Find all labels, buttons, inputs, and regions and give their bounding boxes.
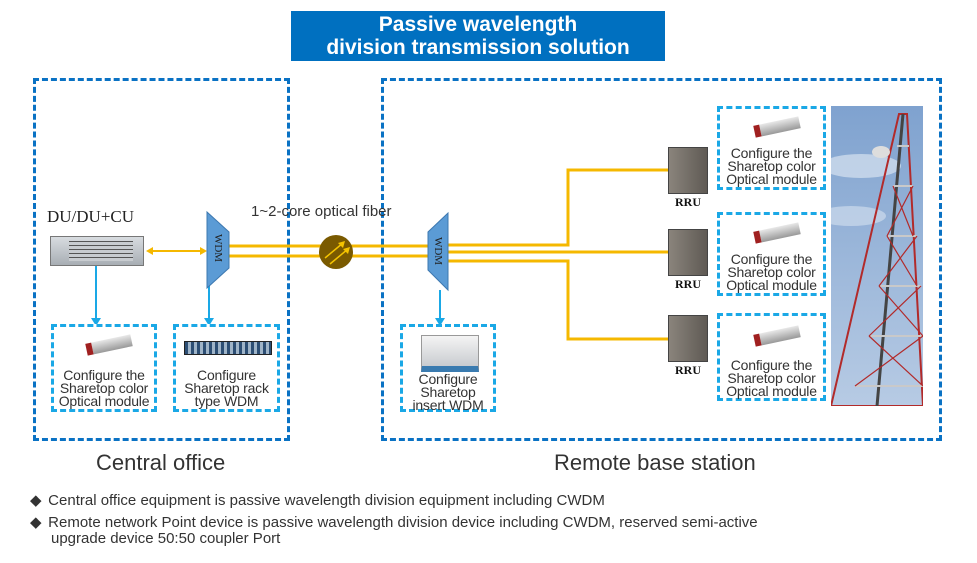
- note-2: ◆ Remote network Point device is passive…: [30, 515, 758, 547]
- down-arrow-icon: [204, 318, 214, 326]
- sfp-module-icon: [85, 334, 133, 356]
- title-line-1: Passive wavelength: [378, 13, 578, 36]
- central-rack-wdm-box: Configure Sharetop rack type WDM: [173, 324, 280, 412]
- rru-module-box-1: Configure the Sharetop color Optical mod…: [717, 106, 826, 190]
- insert-wdm-icon: [421, 335, 479, 372]
- remote-wdm-icon: [427, 211, 449, 292]
- sfp-module-icon: [753, 325, 801, 347]
- note-2-text-line1: Remote network Point device is passive w…: [48, 514, 758, 531]
- du-cu-chassis-icon: [50, 236, 144, 266]
- sfp-module-icon: [753, 116, 801, 138]
- note-1-text: Central office equipment is passive wave…: [48, 492, 605, 509]
- coupler-icon: [319, 235, 353, 269]
- down-arrow-icon: [435, 318, 445, 326]
- rru-label: RRU: [675, 277, 701, 291]
- du-cu-label: DU/DU+CU: [47, 207, 135, 226]
- title-line-2: division transmission solution: [326, 36, 630, 59]
- rru-label: RRU: [675, 195, 701, 209]
- diamond-bullet-icon: ◆: [30, 492, 42, 509]
- remote-station-label: Remote base station: [554, 450, 756, 475]
- cell-tower-photo: [831, 106, 923, 406]
- rru-device-icon: [668, 315, 708, 362]
- rru-unit-1: RRU: [668, 147, 708, 210]
- cell-tower-icon: [831, 113, 923, 406]
- fiber-label: 1~2-core optical fiber: [251, 203, 392, 220]
- rru-device-icon: [668, 229, 708, 276]
- down-arrow-icon: [91, 318, 101, 326]
- note-1: ◆ Central office equipment is passive wa…: [30, 493, 605, 509]
- remote-station-region: [381, 78, 942, 441]
- rru-unit-2: RRU: [668, 229, 708, 292]
- arrow-right-icon: [200, 247, 207, 255]
- remote-insert-wdm-box: Configure Sharetop insert WDM: [400, 324, 496, 412]
- central-wdm-icon: [206, 210, 230, 290]
- rru-device-icon: [668, 147, 708, 194]
- sfp-module-icon: [753, 222, 801, 244]
- central-module-box: Configure the Sharetop color Optical mod…: [51, 324, 157, 412]
- rru-unit-3: RRU: [668, 315, 708, 378]
- remote-wdm-label: WDM: [432, 236, 444, 266]
- central-office-label: Central office: [96, 450, 226, 475]
- arrow-left-icon: [146, 247, 153, 255]
- diagram-title: Passive wavelength division transmission…: [291, 11, 665, 61]
- central-office-region: [33, 78, 290, 441]
- fiber-branch-1: [448, 168, 668, 247]
- rack-wdm-icon: [184, 341, 272, 355]
- rru-label: RRU: [675, 363, 701, 377]
- central-wdm-label: WDM: [212, 233, 224, 263]
- rru-module-box-3: Configure the Sharetop color Optical mod…: [717, 313, 826, 401]
- fiber-branch-3: [448, 259, 668, 341]
- rru-module-box-2: Configure the Sharetop color Optical mod…: [717, 212, 826, 296]
- diamond-bullet-icon: ◆: [30, 514, 42, 531]
- note-2-text-line2: upgrade device 50:50 coupler Port: [51, 530, 281, 547]
